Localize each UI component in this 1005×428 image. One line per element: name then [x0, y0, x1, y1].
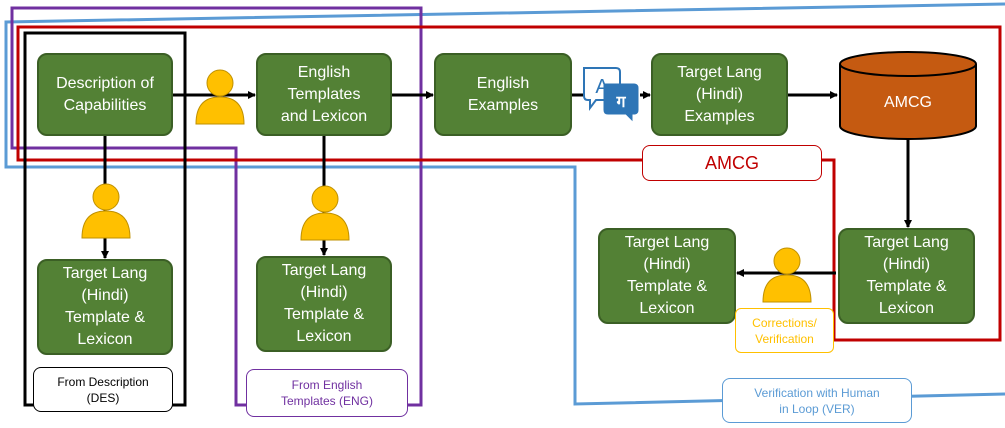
eng-group-outline — [10, 6, 423, 407]
node-target-template-ver: Target Lang (Hindi) Template & Lexicon — [598, 228, 736, 324]
node-english-examples: English Examples — [434, 53, 572, 136]
node-english-templates-lexicon: English Templates and Lexicon — [256, 53, 392, 136]
ver-group-label: Verification with Human in Loop (VER) — [722, 378, 912, 423]
eng-group-label: From English Templates (ENG) — [246, 369, 408, 417]
node-description-of-capabilities: Description of Capabilities — [37, 53, 173, 136]
des-group-label: From Description (DES) — [33, 367, 173, 412]
node-target-template-amcg: Target Lang (Hindi) Template & Lexicon — [838, 228, 975, 324]
node-target-template-des: Target Lang (Hindi) Template & Lexicon — [37, 259, 173, 355]
amcg-group-outline — [16, 25, 1002, 342]
corrections-label: Corrections/ Verification — [735, 308, 834, 353]
ver-group-outline — [4, 2, 1005, 406]
node-target-template-eng: Target Lang (Hindi) Template & Lexicon — [256, 256, 392, 352]
translate-icon: A ग — [583, 67, 639, 122]
amcg-group-label: AMCG — [642, 145, 822, 181]
amcg-database-cylinder — [839, 51, 977, 140]
amcg-database-label: AMCG — [884, 94, 932, 111]
des-group-outline — [23, 31, 187, 407]
person-icon — [81, 183, 131, 239]
svg-text:ग: ग — [615, 92, 626, 111]
person-icon — [300, 185, 350, 241]
node-target-lang-examples: Target Lang (Hindi) Examples — [651, 53, 788, 136]
person-icon — [762, 247, 812, 303]
person-icon — [195, 69, 245, 125]
